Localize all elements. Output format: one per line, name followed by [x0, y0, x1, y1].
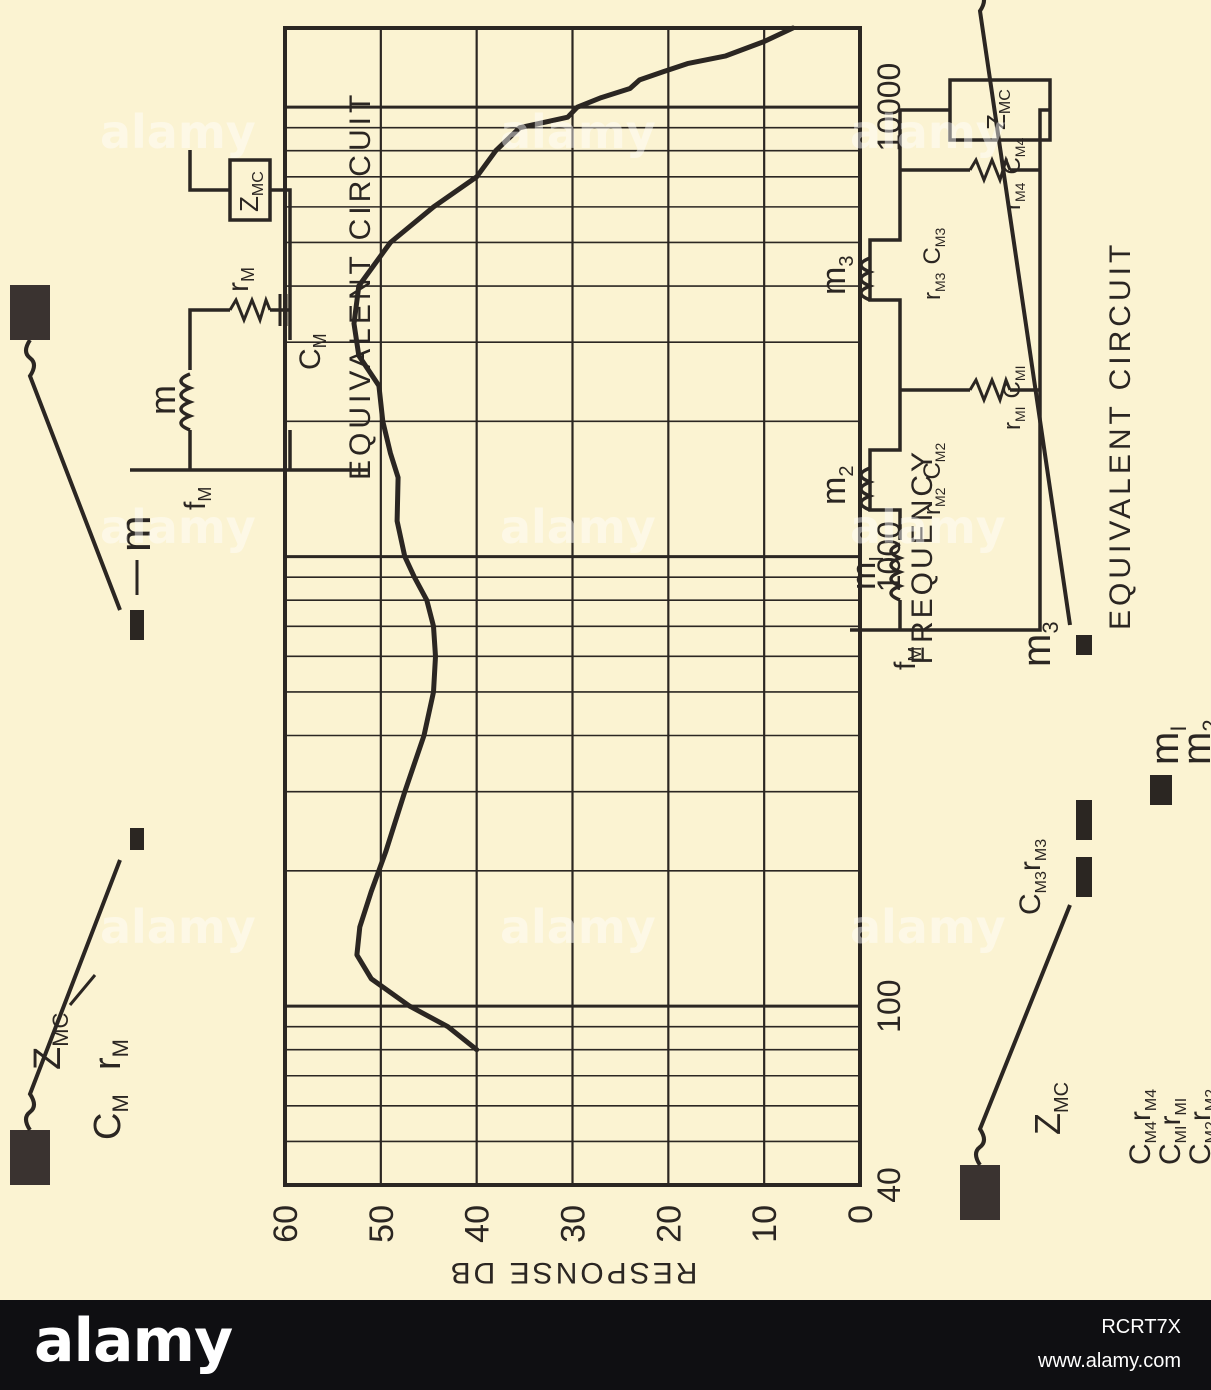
- cone-line-right-bottom: [974, 0, 1072, 626]
- bottom-resistor-2: [968, 155, 1012, 185]
- y-tick-label: 20: [650, 1205, 688, 1243]
- left-voice-coil-mass: [130, 828, 144, 850]
- right-clamp-block: [10, 285, 50, 340]
- x-tick-label: 40: [871, 1167, 907, 1203]
- bottom-zmc-circuit-label: ZMC: [981, 89, 1014, 130]
- footer-bar: alamy RCRT7X www.alamy.com: [0, 1300, 1211, 1390]
- top-circuit-caption: EQUIVALENT CIRCUIT: [344, 91, 377, 480]
- left-clamp-block: [10, 1130, 50, 1185]
- resistor-zigzag: [228, 295, 272, 325]
- bottom-zmc-box: [948, 78, 1052, 142]
- bottom-m1-label: mI: [845, 556, 888, 590]
- bottom-circuit-wire: [850, 108, 1050, 632]
- bottom-rm3-cm3-label: rM3CM3: [919, 228, 948, 300]
- y-axis-title: RESPONSE DB: [448, 1256, 698, 1289]
- x-tick-label: 100: [871, 979, 907, 1032]
- y-tick-label: 10: [746, 1205, 784, 1243]
- y-tick-label: 40: [459, 1205, 497, 1243]
- mass-m2-label: m2: [1175, 719, 1211, 765]
- bottom-rm4-cm4-label: rM4CM4: [999, 138, 1028, 210]
- bottom-m3-label: m3: [815, 256, 858, 295]
- circuit-rm-label: rM: [222, 267, 258, 292]
- rm-label: rM: [87, 1039, 133, 1070]
- coil-mass-1: [1076, 857, 1092, 897]
- cone-line-right: [24, 338, 122, 611]
- circuit-zmc-label: ZMC: [234, 171, 267, 212]
- mass-m-label: m: [111, 515, 160, 552]
- mass-m3-label: m3: [1015, 621, 1063, 667]
- y-tick-label: 0: [842, 1205, 880, 1224]
- cm-label: CM: [87, 1094, 133, 1140]
- mass-m1-block: [1150, 775, 1172, 805]
- bottom-inductor-m3: [859, 256, 875, 302]
- zmc-box: [228, 158, 272, 222]
- y-tick-label: 50: [363, 1205, 401, 1243]
- zmc-label: ZMC: [27, 1012, 73, 1070]
- alamy-logo[interactable]: alamy: [34, 1306, 233, 1376]
- circuit-fm-label: fM: [179, 487, 215, 510]
- bottom-m2-label: m2: [815, 466, 858, 505]
- response-curve: [351, 25, 796, 1053]
- mass-m1-label: mI: [1143, 726, 1191, 765]
- zmc-arrow: [68, 974, 97, 1006]
- bottom-c-r-labels-1: CM4rM4: [1124, 1089, 1160, 1165]
- site-url[interactable]: www.alamy.com: [1038, 1350, 1181, 1372]
- cone-line-left: [24, 859, 122, 1132]
- bottom-fm-label: fM: [889, 647, 925, 670]
- top-mechanical-diagram: ZMC CM rM m: [10, 285, 160, 1185]
- bottom-equivalent-circuit: mI m2 m3 fM rM2CM2 rMICMI rM3CM3 rM4CM4 …: [815, 78, 1137, 670]
- bottom-c-r-labels-4: CM3rM3: [1014, 839, 1050, 915]
- cone-line-left-bottom: [974, 904, 1072, 1167]
- bottom-c-r-labels-3: CM2rM2: [1184, 1089, 1211, 1165]
- left-clamp-block-bottom: [960, 1165, 1000, 1220]
- bottom-resistor-1: [968, 375, 1012, 405]
- bottom-rm1-cm1-label: rMICMI: [999, 366, 1028, 430]
- y-tick-label: 30: [555, 1205, 593, 1243]
- circuit-cm-label: CM: [294, 333, 330, 370]
- bottom-circuit-caption: EQUIVALENT CIRCUIT: [1104, 241, 1137, 630]
- figure-svg: 010203040506040100100010000FREQUENCYRESP…: [10, 0, 1211, 1289]
- circuit-m-label: m: [142, 385, 183, 415]
- bottom-zmc-label: ZMC: [1027, 1082, 1073, 1135]
- bottom-rm2-cm2-label: rM2CM2: [919, 443, 948, 515]
- y-tick-label: 60: [267, 1205, 305, 1243]
- bottom-c-r-labels-2: CMIrMI: [1154, 1098, 1190, 1165]
- bottom-inductor-m2: [859, 466, 875, 512]
- mass-m-block: [130, 610, 144, 640]
- bottom-mechanical-diagram: ZMC CM4rM4 CMIrMI CM2rM2 CM3rM3 m3 mI m2: [960, 0, 1211, 1220]
- stock-id: RCRT7X: [1101, 1316, 1181, 1338]
- inductor-coil: [179, 372, 195, 432]
- coil-mass-2: [1076, 800, 1092, 840]
- top-equivalent-circuit: m fM rM CM ZMC EQUIVALENT CIRCUIT: [130, 91, 377, 510]
- mass-m3-block: [1076, 635, 1092, 655]
- x-axis-title: FREQUENCY: [906, 449, 939, 664]
- bottom-inductor-m1: [889, 542, 905, 602]
